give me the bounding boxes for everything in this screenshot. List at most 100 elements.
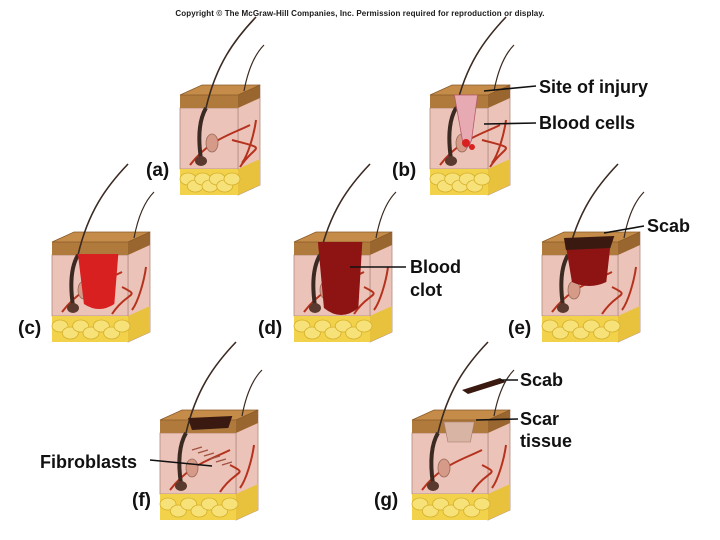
skin-block-c [51,163,155,343]
fat-cell [603,319,621,333]
label-blood-cells: Blood cells [539,113,636,133]
hair-shaft [205,16,257,109]
panel-label-b: (b) [392,160,417,181]
hair-bulb [67,303,79,313]
skin-block-g [411,341,515,521]
hair-bulb [445,156,457,166]
fibroblast [197,449,209,454]
wound [453,94,479,148]
epidermis-front [180,95,238,108]
hair-follicle [69,253,80,307]
leader-scar-tissue [475,418,519,421]
hair-shaft-2 [133,191,155,239]
fibroblast [215,458,227,463]
hair-follicle [197,106,208,160]
hair-follicle [447,106,458,160]
copyright-notice: Copyright © The McGraw-Hill Companies, I… [175,9,545,18]
epidermis-side [236,410,258,433]
skin-block-f [159,341,263,521]
fat-side [618,306,640,342]
fat-side [488,484,510,520]
fibroblast [221,461,233,466]
leader-fibroblasts [149,459,213,467]
fibroblast [191,446,203,451]
skin-surface [411,409,511,421]
blood-vessel [189,119,257,168]
fat-side [236,484,258,520]
detached-scab [462,378,506,394]
label-scar: Scar [520,409,560,429]
hair-shaft [319,163,371,256]
hair-bulb [309,303,321,313]
label-site-of-injury: Site of injury [539,77,649,97]
hair-shaft-2 [243,44,265,92]
healing-clot [565,246,611,286]
panel-label-c: (c) [18,318,42,339]
sebaceous-gland [185,458,199,478]
fat-cell [113,319,131,333]
label-tissue: tissue [520,431,573,451]
bleeding-wound [77,254,119,309]
epidermis-front [52,242,128,255]
label-scab-g: Scab [520,370,564,390]
skin-block-a [179,16,265,196]
leader-lines [149,85,645,467]
epidermis-side [488,85,510,108]
hair-shaft [437,341,489,434]
panel-label-e: (e) [508,318,532,339]
label-fibroblasts: Fibroblasts [40,452,138,472]
epidermis-side [370,232,392,255]
panel-label-a: (a) [146,160,170,181]
panel-label-f: (f) [132,490,151,511]
fibroblast [203,452,215,457]
skin-block-e [541,163,645,343]
hair-bulb [427,481,439,491]
label-clot: clot [410,280,443,300]
epidermis-side [618,232,640,255]
leader-blood-cells [483,122,537,125]
blood-cell [461,139,470,147]
fat-cell [355,319,373,333]
panel-label-d: (d) [258,318,283,339]
fat-cell [221,497,239,511]
label-scab-e: Scab [647,216,691,236]
blood-clot [317,242,363,315]
skin-block-b [429,16,515,196]
sebaceous-gland [205,133,219,153]
fat-cell [223,172,241,186]
hair-shaft-2 [375,191,397,239]
dermis-front [411,432,489,495]
skin-block-d [293,163,397,343]
hair-shaft-2 [623,191,645,239]
fibroblast [209,455,221,460]
hair-follicle [429,431,440,485]
epidermis-side [128,232,150,255]
fat-side [370,306,392,342]
hair-shaft [77,163,129,256]
scab [563,236,615,250]
scar-tissue [443,421,475,443]
epidermis-side [488,410,510,433]
epidermis-side [238,85,260,108]
hair-shaft-2 [241,369,263,417]
skin-surface [51,231,151,243]
fat-side [238,159,260,195]
panel-label-g: (g) [374,490,399,511]
dermis-front [159,432,237,495]
leader-site-of-injury [483,85,537,92]
hair-bulb [195,156,207,166]
hair-follicle [311,253,322,307]
fat-cell [473,497,491,511]
fat-side [488,159,510,195]
hair-bulb [175,481,187,491]
scab [187,416,233,430]
label-blood: Blood [410,257,461,277]
fat-cell [473,172,491,186]
blood-cell [468,144,475,150]
hair-bulb [557,303,569,313]
blood-vessel [421,444,507,493]
hair-shaft-2 [493,369,515,417]
hair-follicle [559,253,570,307]
